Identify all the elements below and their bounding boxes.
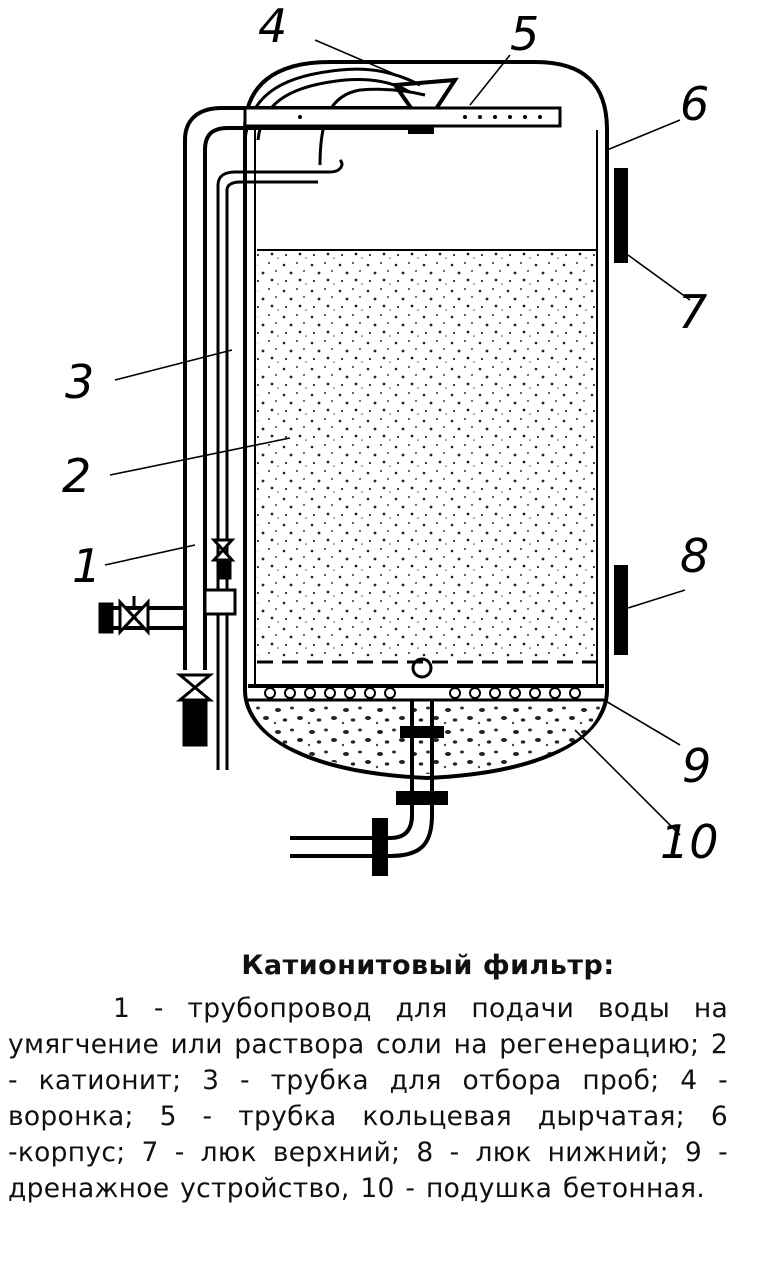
callout-3: 3 <box>65 355 94 409</box>
lower-hatch <box>614 565 628 655</box>
callout-5: 5 <box>510 7 539 61</box>
caption-title: Катионитовый фильтр: <box>241 950 615 981</box>
cation-filter-diagram: 4 5 6 7 3 2 1 8 9 10 <box>62 0 719 876</box>
callout-6: 6 <box>680 77 709 131</box>
callout-4: 4 <box>258 0 287 53</box>
upper-hatch <box>614 168 628 263</box>
callout-1: 1 <box>72 539 101 593</box>
caption-body: 1 - трубопровод для подачи воды на умягч… <box>8 993 728 1204</box>
sampling-tube <box>203 158 344 770</box>
inlet-valve-bottom <box>175 673 215 747</box>
bottom-outlet-pipe <box>290 700 448 876</box>
callout-7: 7 <box>678 285 707 339</box>
drainage-device <box>248 657 604 702</box>
perforated-ring-tube <box>243 106 562 128</box>
callout-8: 8 <box>680 529 709 583</box>
callout-10: 10 <box>660 815 719 869</box>
leader-lines <box>104 39 691 836</box>
figure-caption: Катионитовый фильтр: 1 - трубопровод для… <box>8 950 728 1207</box>
cation-resin-bed <box>257 250 595 660</box>
callout-9: 9 <box>682 739 711 793</box>
callout-2: 2 <box>62 449 91 503</box>
inlet-valve-side <box>98 596 150 636</box>
